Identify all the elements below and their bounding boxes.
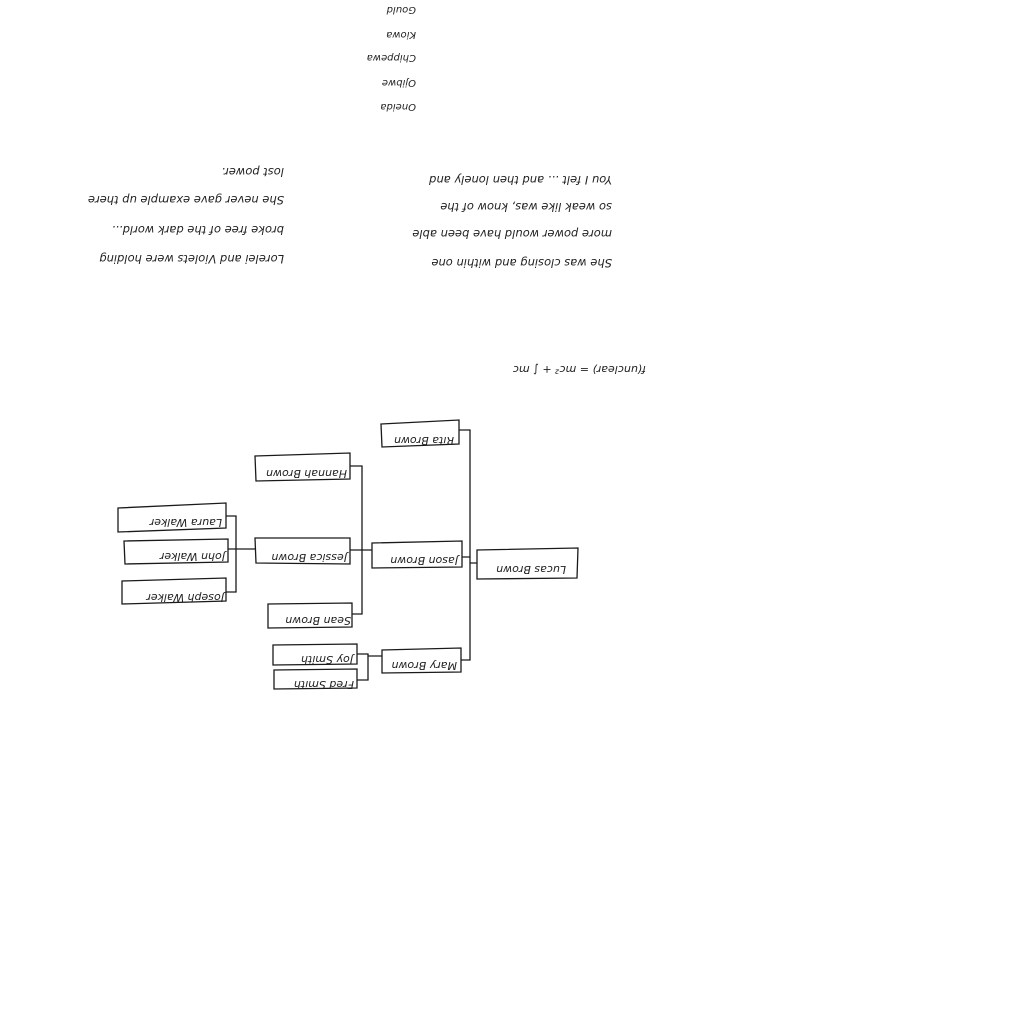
paragraph-line: broke free of the dark world...: [112, 223, 284, 237]
tree-node-jason: Jason Brown: [371, 540, 463, 569]
node-label: Rita Brown: [394, 434, 454, 447]
paragraph-line: so weak like was, know of the: [440, 200, 612, 214]
list-item: Kiowa: [386, 29, 416, 40]
family-tree: Lucas Brown Rita Brown Jason Brown Mary …: [117, 419, 579, 691]
tree-node-mary: Mary Brown: [381, 647, 462, 674]
list-item: Oneida: [380, 101, 416, 112]
list-item: Gould: [386, 4, 416, 15]
tree-node-sean: Sean Brown: [267, 602, 353, 629]
node-label: Joy Smith: [301, 653, 355, 666]
node-label: John Walker: [158, 550, 227, 563]
paragraph-right: You I felt ... and then lonely and so we…: [412, 173, 612, 270]
node-label: Sean Brown: [285, 614, 351, 627]
node-label: Hannah Brown: [266, 467, 347, 480]
formula: f(unclear) = mc² + ∫ mc: [513, 363, 646, 376]
list-item: Chippewa: [367, 52, 416, 63]
paragraph-line: You I felt ... and then lonely and: [428, 173, 612, 187]
tree-node-john: John Walker: [123, 538, 229, 565]
formula-text: f(unclear) = mc² + ∫ mc: [513, 363, 646, 376]
tree-node-root: Lucas Brown: [476, 547, 579, 580]
tree-node-joy: Joy Smith: [272, 643, 358, 666]
paragraph-line: She never gave example up there: [88, 193, 284, 207]
node-label: Joseph Walker: [145, 591, 226, 604]
node-label: Jason Brown: [390, 554, 460, 567]
node-label: Mary Brown: [391, 659, 457, 672]
paragraph-line: Lorelei and Violets were holding: [99, 252, 284, 266]
top-word-list: Gould Kiowa Chippewa Ojibwe Oneida: [367, 4, 416, 112]
paragraph-left: lost power. She never gave example up th…: [88, 165, 284, 266]
list-item: Ojibwe: [382, 77, 416, 88]
tree-node-laura: Laura Walker: [117, 502, 227, 533]
node-label: Jessica Brown: [271, 551, 349, 564]
tree-node-rita: Rita Brown: [380, 419, 460, 448]
tree-node-fred: Fred Smith: [273, 668, 358, 691]
tree-connectors: [225, 429, 478, 681]
node-label: Fred Smith: [294, 678, 354, 691]
node-label: Lucas Brown: [496, 563, 566, 576]
tree-node-jessica: Jessica Brown: [254, 537, 351, 565]
paragraph-line: lost power.: [221, 165, 284, 179]
node-label: Laura Walker: [148, 516, 222, 529]
tree-node-joseph: Joseph Walker: [121, 577, 227, 605]
tree-node-hannah: Hannah Brown: [254, 452, 351, 482]
paragraph-line: more power would have been able: [412, 227, 612, 241]
paragraph-line: She was closing and within one: [431, 256, 612, 270]
